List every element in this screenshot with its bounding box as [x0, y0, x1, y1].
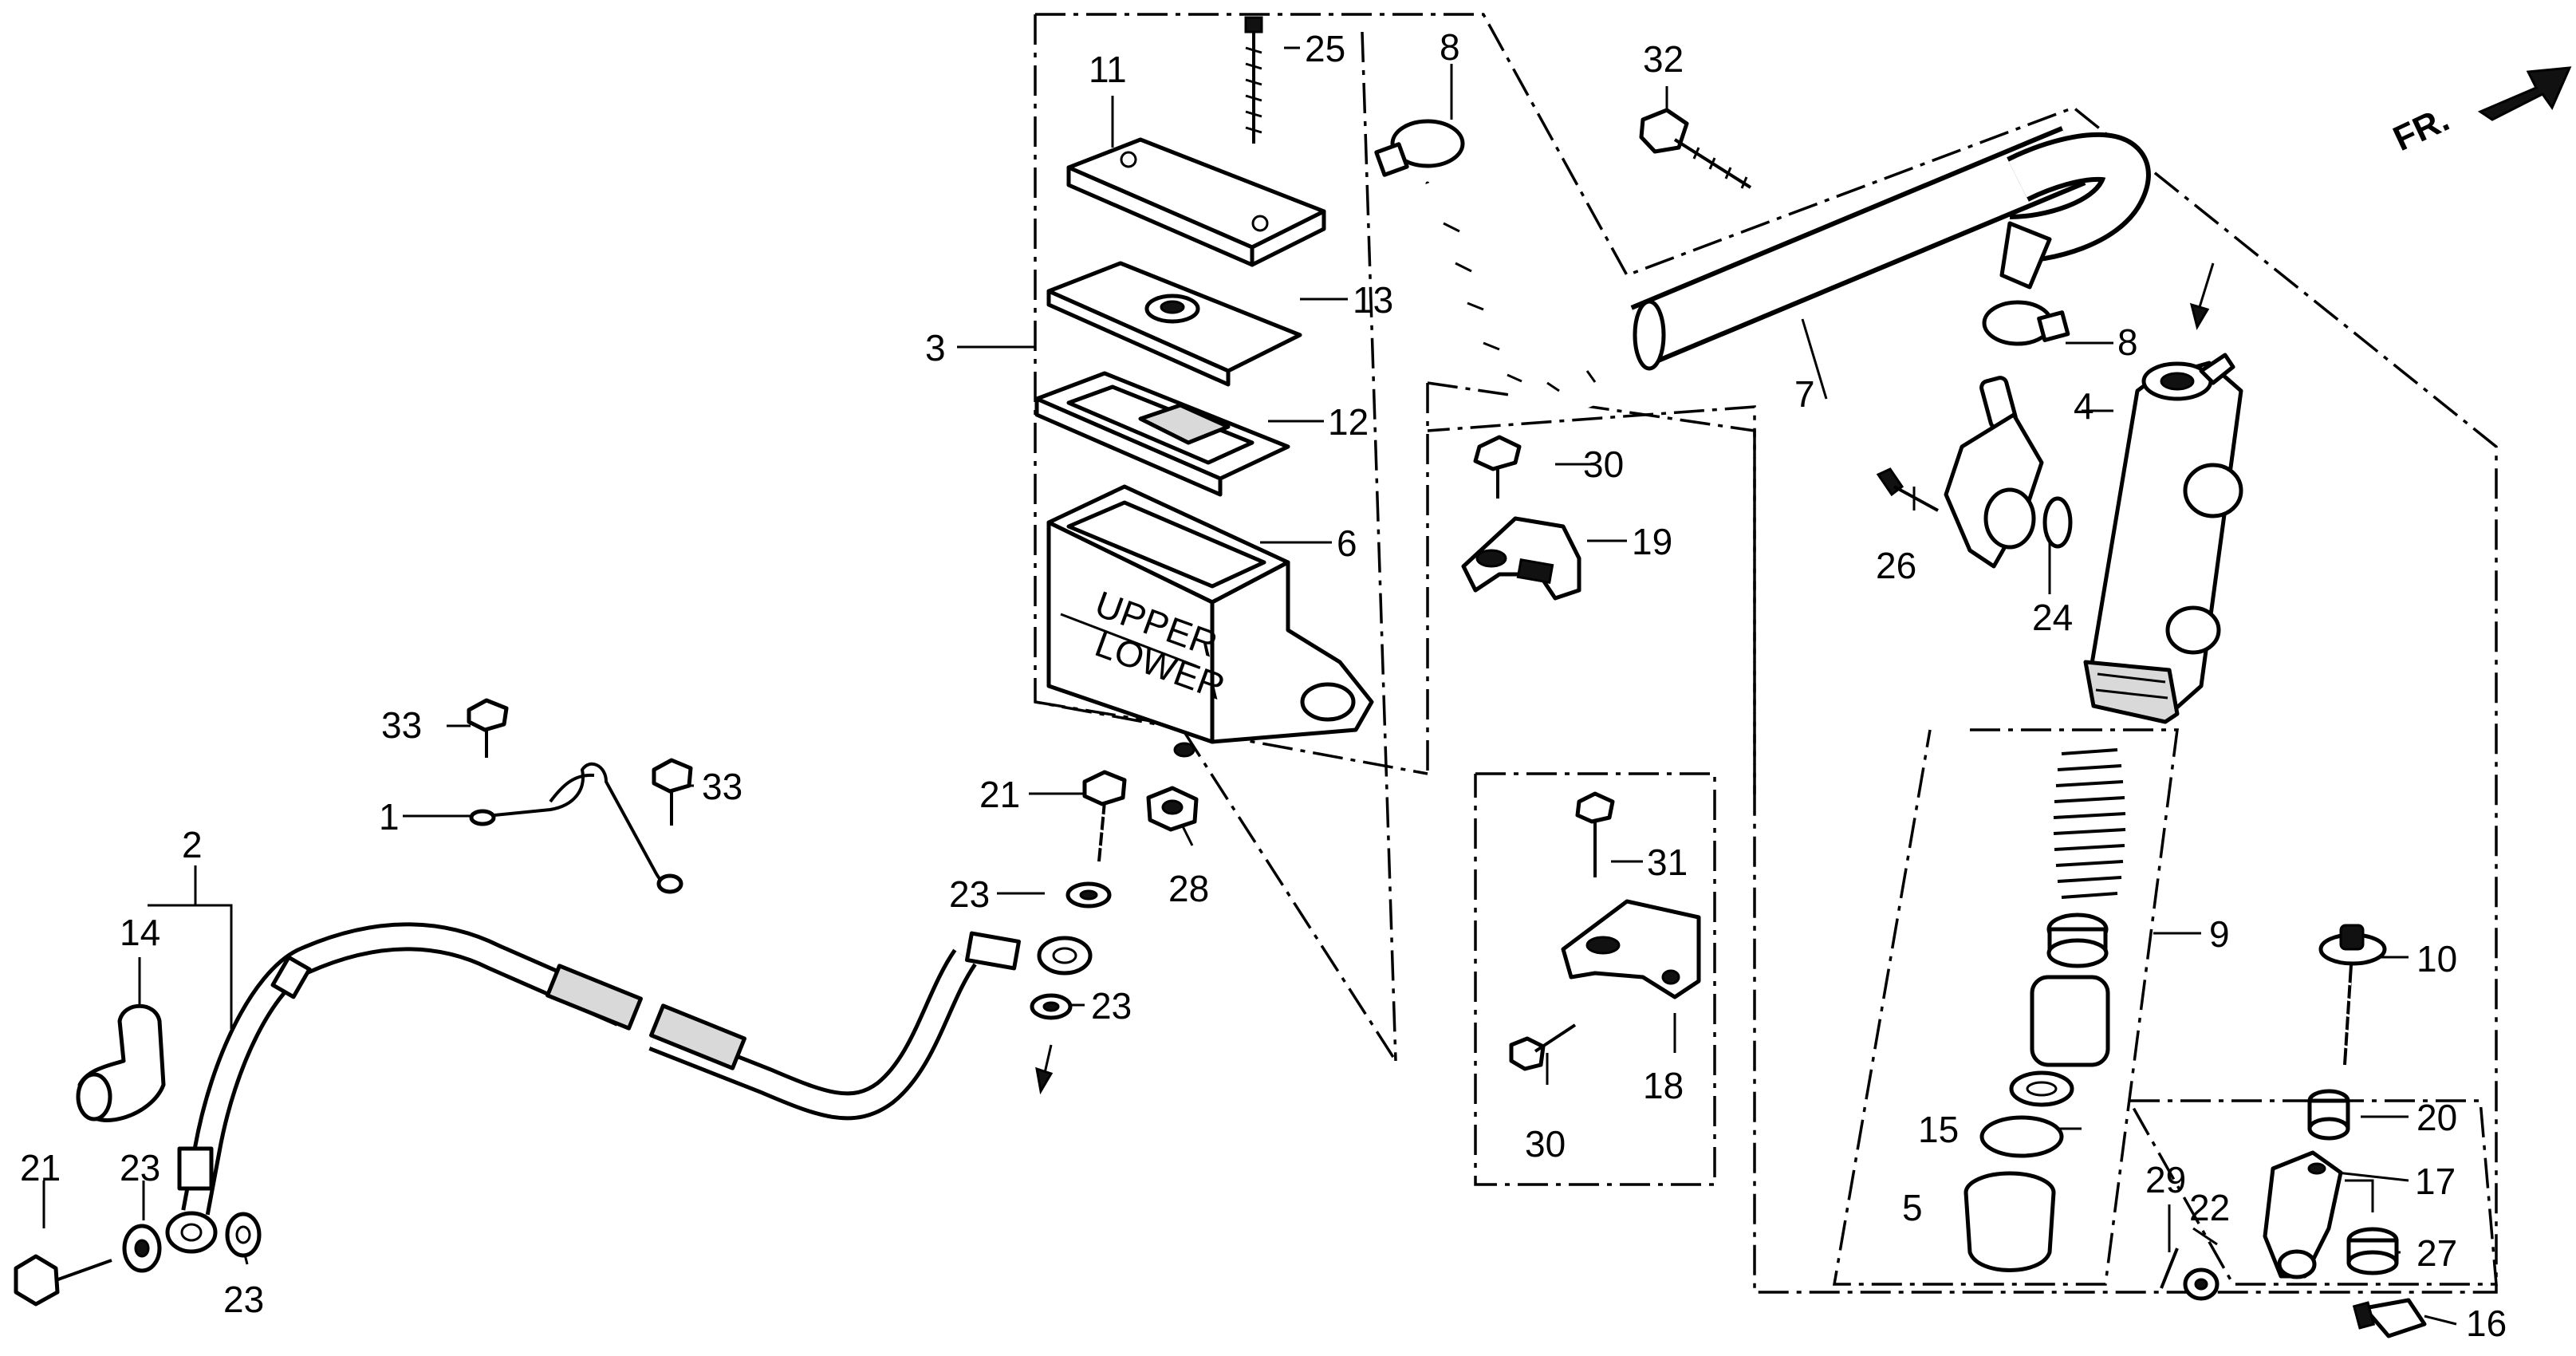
callout-21a: 21: [979, 774, 1020, 815]
callout-3: 3: [925, 327, 946, 369]
circlip-15: [1979, 1115, 2064, 1158]
front-label: FR.: [2388, 100, 2456, 159]
hose-clamp-upper: [1374, 119, 1465, 177]
callout-27: 27: [2416, 1232, 2457, 1274]
direction-arrows: [1035, 262, 2215, 1095]
o-ring-24: [2042, 496, 2073, 549]
callout-5: 5: [1902, 1187, 1923, 1228]
callout-2: 2: [182, 824, 203, 865]
washer-9: [2009, 1070, 2074, 1107]
callout-23b: 23: [1091, 985, 1132, 1027]
reservoir-cap: [1066, 137, 1326, 267]
callout-21b: 21: [20, 1147, 61, 1188]
nut-27: [2346, 1227, 2399, 1275]
cotter-pin-29: [2160, 1248, 2179, 1289]
callout-11: 11: [1089, 49, 1127, 90]
leader-lines: [42, 46, 2457, 1326]
bolt-33-right: [652, 758, 693, 826]
reservoir-body: UPPER LOWER: [1046, 484, 1374, 758]
callout-6: 6: [1337, 522, 1357, 564]
callout-23d: 23: [223, 1279, 264, 1320]
hose-guide: [469, 762, 683, 894]
bolt-32: [1639, 108, 1752, 189]
callout-29: 29: [2145, 1159, 2186, 1200]
callout-16: 16: [2466, 1303, 2507, 1344]
callout-32: 32: [1643, 38, 1684, 80]
clevis: [2263, 1150, 2343, 1279]
callout-24: 24: [2032, 597, 2073, 638]
front-direction-marker: FR.: [2388, 66, 2572, 159]
callout-28: 28: [1168, 868, 1209, 909]
callout-25: 25: [1305, 28, 1345, 69]
callout-26: 26: [1876, 545, 1916, 586]
washers-23-upper: [1030, 881, 1112, 1020]
callout-12: 12: [1328, 401, 1369, 443]
bolt-30-lower: [1509, 1023, 1577, 1071]
callout-19: 19: [1632, 521, 1672, 562]
callout-9: 9: [2209, 913, 2230, 955]
brake-hose: [165, 922, 1093, 1254]
piston: [2030, 975, 2110, 1067]
callout-17: 17: [2415, 1161, 2456, 1202]
callout-labels: 1 2 3 4 5 6 7 8 8 9 10 11 12 13 14 15 16…: [20, 26, 2507, 1344]
callout-23c: 23: [120, 1147, 160, 1188]
joint-pin-16: [2352, 1298, 2427, 1338]
callout-20: 20: [2416, 1097, 2457, 1138]
callout-15: 15: [1918, 1109, 1959, 1150]
master-cylinder-body: [2083, 353, 2243, 724]
callout-7: 7: [1794, 373, 1815, 415]
cap-28: [1146, 786, 1199, 832]
reservoir-hose: [1409, 126, 2151, 413]
callout-14: 14: [120, 912, 160, 953]
callout-4: 4: [2074, 385, 2094, 427]
bracket-18: [1561, 899, 1701, 999]
callout-22: 22: [2189, 1187, 2230, 1228]
callout-1: 1: [379, 796, 400, 838]
pushrod: [2318, 924, 2387, 1066]
cap-screw: [1244, 16, 1263, 144]
washers-23-lower: [122, 1212, 262, 1273]
piston-cup: [2046, 913, 2109, 968]
reservoir-diaphragm: [1034, 371, 1290, 497]
callout-30a: 30: [1583, 443, 1624, 485]
callout-30b: 30: [1525, 1123, 1566, 1165]
group-outlines: [1034, 13, 2498, 1294]
callout-33a: 33: [381, 704, 422, 746]
callout-23a: 23: [949, 873, 990, 915]
callout-10: 10: [2416, 938, 2457, 980]
callout-33b: 33: [702, 766, 742, 807]
washer-22: [2183, 1267, 2220, 1301]
joint-nut: [2307, 1089, 2350, 1141]
callout-13: 13: [1353, 279, 1393, 321]
banjo-bolt-21-lower: [14, 1254, 112, 1307]
reservoir-plate: [1046, 261, 1302, 387]
callout-8b: 8: [2117, 321, 2138, 363]
hose-clamp-lower: [1982, 300, 2070, 346]
piston-spring: [2053, 748, 2126, 899]
arrow-right-icon: [2477, 66, 2572, 121]
bolt-31: [1575, 791, 1615, 877]
boot-5: [1964, 1171, 2056, 1272]
banjo-bolt-21-upper: [1082, 770, 1127, 862]
bracket-19: [1461, 516, 1581, 601]
callout-18: 18: [1643, 1065, 1684, 1106]
hose-joint-14: [76, 1003, 166, 1122]
callout-31: 31: [1647, 842, 1688, 883]
hose-joint: [1944, 376, 2044, 569]
screw-26: [1876, 467, 1939, 512]
bolt-30-upper: [1473, 435, 1522, 499]
callout-8a: 8: [1440, 26, 1460, 68]
bolt-33-left: [467, 698, 509, 758]
